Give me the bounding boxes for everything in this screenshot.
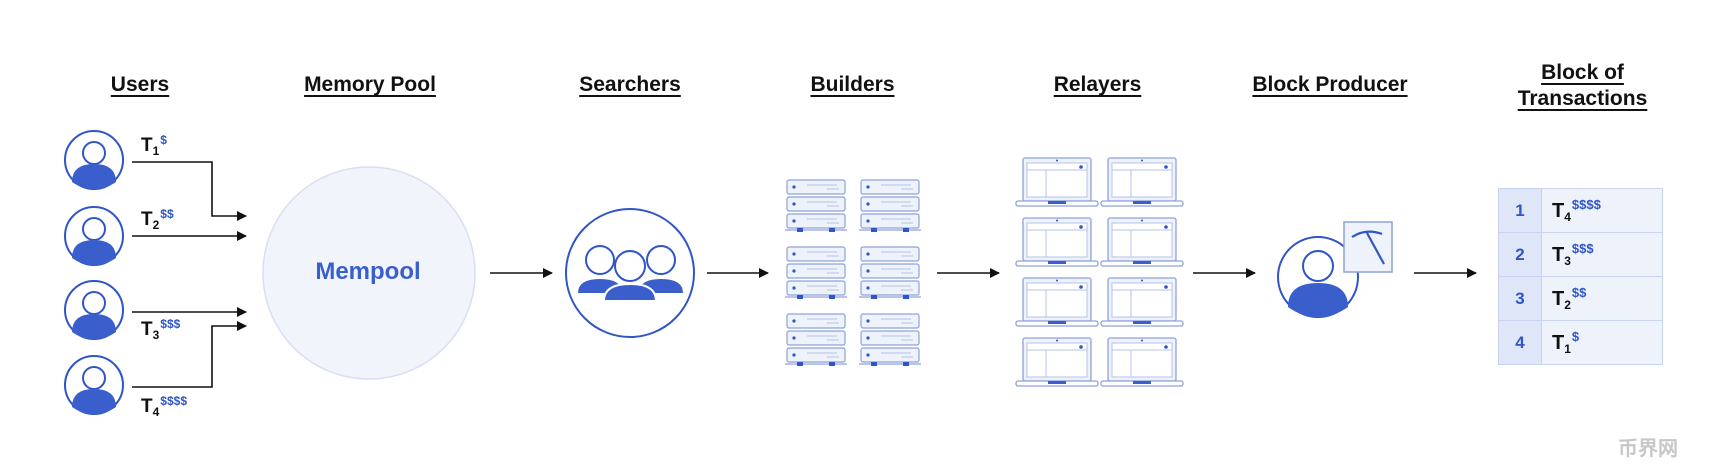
block-row-number: 4 [1498, 320, 1542, 365]
user-avatar-1 [64, 130, 124, 190]
block-row: 1 T4$$$$ [1498, 188, 1663, 233]
tx-label-3: T3$$$ [141, 317, 181, 342]
header-block-of-transactions-1: Block of [1541, 61, 1624, 84]
watermark: 币界网 [1618, 438, 1678, 460]
header-builders: Builders [810, 73, 895, 96]
user-avatar-2 [64, 206, 124, 266]
block-row-number: 2 [1498, 232, 1542, 277]
block-row: 2 T3$$$ [1498, 232, 1663, 277]
arrow-user1-mempool [132, 161, 247, 221]
block-of-transactions-table: 1 T4$$$$ 2 T3$$$ 3 T2$$ 4 T1$ [1498, 188, 1663, 365]
header-searchers: Searchers [579, 73, 681, 96]
block-row: 3 T2$$ [1498, 276, 1663, 321]
header-relayers: Relayers [1053, 73, 1142, 96]
pickaxe-icon [1343, 221, 1393, 273]
block-row-tx: T3$$$ [1541, 232, 1663, 277]
block-row-tx: T2$$ [1541, 276, 1663, 321]
mempool-circle [262, 166, 476, 380]
user-avatar-4 [64, 355, 124, 415]
block-producer-avatar [1277, 236, 1359, 318]
builders-server-icons [785, 180, 921, 366]
block-row-number: 3 [1498, 276, 1542, 321]
header-block-of-transactions-2: Transactions [1517, 87, 1648, 110]
user-avatar-3 [64, 280, 124, 340]
mempool-label: Mempool [315, 258, 421, 285]
header-memory-pool: Memory Pool [304, 73, 436, 96]
arrow-user4-mempool [132, 321, 247, 388]
block-row-tx: T1$ [1541, 320, 1663, 365]
block-row-tx: T4$$$$ [1541, 188, 1663, 233]
tx-label-2: T2$$ [141, 207, 174, 232]
block-row: 4 T1$ [1498, 320, 1663, 365]
header-users: Users [110, 73, 170, 96]
tx-label-4: T4$$$$ [141, 394, 187, 419]
relayers-laptop-icons [1015, 157, 1184, 387]
searchers-group-icon [565, 208, 695, 338]
block-row-number: 1 [1498, 188, 1542, 233]
tx-label-1: T1$ [141, 133, 167, 158]
header-block-producer: Block Producer [1252, 73, 1408, 96]
